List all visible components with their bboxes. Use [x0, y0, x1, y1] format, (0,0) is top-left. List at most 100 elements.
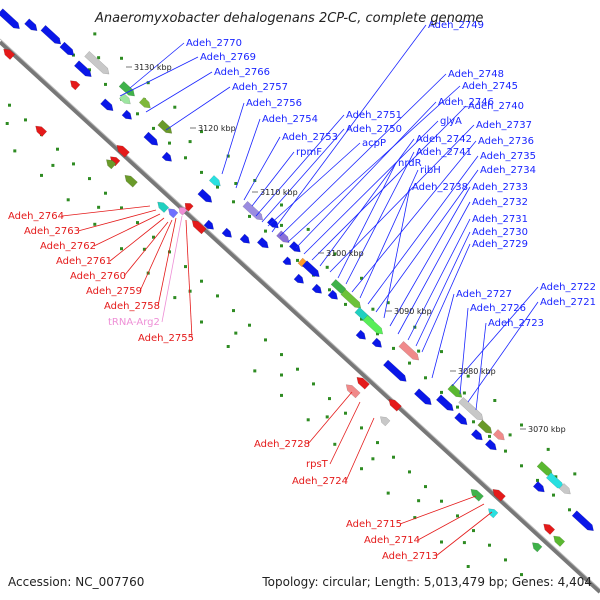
label-leader-line	[129, 42, 185, 89]
label-leader-line	[145, 71, 213, 113]
tick-dot	[93, 222, 97, 226]
tick-dot	[466, 565, 470, 568]
gene-label: Adeh_2750	[346, 124, 402, 135]
label-leader-line	[93, 213, 161, 247]
tick-dot	[280, 223, 283, 227]
tick-dot	[456, 405, 459, 409]
gene-label: Adeh_2755	[138, 333, 194, 344]
tick-dot	[226, 154, 230, 158]
tick-dot	[248, 214, 251, 218]
topology-text: Topology: circular; Length: 5,013,479 bp…	[261, 575, 592, 589]
gene-label: Adeh_2728	[254, 439, 310, 450]
kbp-label: 3120 kbp	[198, 124, 236, 133]
tick-dot	[280, 393, 283, 397]
label-leader-line	[185, 219, 193, 339]
tick-dot	[188, 140, 192, 144]
tick-dot	[248, 323, 251, 327]
tick-dot	[188, 289, 192, 293]
gene-glyph	[356, 377, 370, 390]
gene-label: ribH	[420, 165, 441, 176]
gene-glyph	[100, 98, 114, 111]
tick-dot	[168, 250, 171, 254]
label-leader-line	[359, 169, 419, 299]
tick-dot	[573, 472, 577, 476]
tick-dot	[333, 442, 337, 446]
gene-label: Adeh_2769	[200, 52, 256, 63]
gene-glyph	[492, 489, 506, 502]
gene-glyph	[282, 256, 292, 265]
gene-glyph	[362, 315, 384, 335]
label-leader-line	[389, 186, 471, 327]
label-leader-line	[303, 120, 439, 255]
gene-label: Adeh_2740	[468, 101, 524, 112]
tick-dot	[376, 441, 379, 445]
gene-glyph	[24, 18, 38, 31]
gene-glyph	[40, 25, 62, 45]
label-leader-line	[399, 495, 477, 525]
gene-glyph	[388, 399, 402, 412]
gene-label: Adeh_2761	[56, 256, 112, 267]
gene-label: Adeh_2758	[104, 301, 160, 312]
gene-layer	[0, 8, 594, 553]
label-leader-line	[311, 105, 467, 261]
map-title: Anaeromyxobacter dehalogenans 2CP-C, com…	[94, 11, 483, 26]
tick-dot	[136, 112, 139, 116]
tick-dot	[546, 447, 550, 451]
gene-glyph	[371, 337, 382, 348]
gene-label: Adeh_2766	[214, 67, 270, 78]
label-leader-line	[475, 322, 487, 411]
gene-glyph	[208, 175, 221, 187]
label-leader-line	[319, 138, 415, 267]
gene-glyph	[355, 329, 366, 340]
gene-label: Adeh_2751	[346, 110, 402, 121]
gene-glyph	[239, 233, 250, 244]
tick-dot	[152, 235, 155, 239]
tick-dot	[417, 499, 421, 503]
gene-label: Adeh_2737	[476, 120, 532, 131]
gene-glyph	[70, 80, 81, 91]
gene-glyph	[157, 201, 170, 213]
gene-glyph	[168, 208, 179, 219]
gene-glyph	[558, 483, 571, 495]
gene-glyph	[118, 81, 135, 97]
gene-label: Adeh_2713	[382, 551, 438, 562]
label-leader-line	[295, 101, 437, 249]
tick-dot	[296, 258, 299, 262]
tick-dot	[360, 317, 363, 321]
gene-label: Adeh_2738	[412, 182, 468, 193]
tick-dot	[328, 288, 331, 292]
gene-label: Adeh_2731	[472, 214, 528, 225]
label-leader-line	[61, 205, 151, 217]
label-leader-line	[255, 114, 345, 217]
gene-label: rpsT	[306, 459, 329, 470]
tick-dot	[264, 338, 267, 342]
tick-dot	[520, 573, 523, 577]
gene-glyph	[161, 151, 172, 162]
tick-dot	[234, 182, 238, 185]
tick-dot	[280, 244, 283, 248]
tick-dot	[328, 397, 331, 401]
label-leader-line	[267, 142, 361, 227]
gene-glyph	[178, 207, 188, 216]
tick-dot	[466, 374, 470, 378]
gene-glyph	[398, 341, 420, 361]
gene-label: Adeh_2723	[488, 318, 544, 329]
label-leader-line	[397, 201, 471, 335]
tick-dot	[440, 390, 443, 394]
gene-glyph	[221, 227, 232, 238]
gene-glyph	[59, 41, 75, 56]
gene-glyph	[477, 419, 493, 434]
tick-dot	[392, 346, 395, 350]
tick-dot	[554, 475, 558, 479]
gene-glyph	[345, 384, 361, 399]
gene-label: acpP	[362, 138, 386, 149]
gene-glyph	[454, 412, 468, 425]
tick-dot	[120, 247, 123, 251]
kbp-label: 3080 kbp	[458, 367, 496, 376]
tick-dot	[200, 130, 203, 134]
tick-dot	[280, 373, 283, 377]
tick-dot	[408, 361, 411, 365]
label-leader-line	[157, 217, 177, 307]
label-leader-line	[161, 215, 183, 323]
